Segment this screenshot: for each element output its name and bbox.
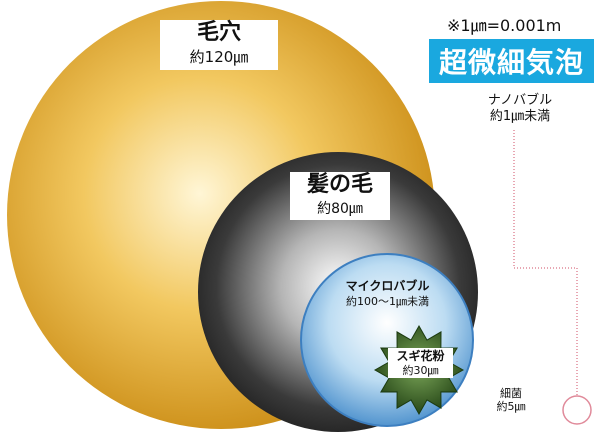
microbubble-size: 約100～1㎛未満 [346,295,429,308]
nano-title-badge: 超微細気泡 [429,39,594,83]
unit-note: ※1㎛=0.001m [447,16,562,35]
hair-size: 約80㎛ [317,201,363,217]
nano-connector-line [513,130,578,395]
pollen-size: 約30㎛ [402,364,439,377]
pollen-label-box [388,348,453,378]
nanobubble-size: 約1㎛未満 [489,108,551,124]
pollen-name: スギ花粉 [396,349,445,363]
nanobubble-name: ナノバブル [487,93,553,108]
pore-name: 毛穴 [196,20,241,45]
hair-name: 髪の毛 [306,172,373,197]
bacteria-size: 約5㎛ [496,400,526,414]
hair-label-box [290,172,390,220]
pore-size: 約120㎛ [189,48,249,66]
microbubble-name: マイクロバブル [345,279,430,293]
nanobubble-label: ナノバブル 約1㎛未満 [460,93,580,124]
bacteria-marker-circle [562,395,592,425]
bacteria-name: 細菌 [500,387,522,400]
bacteria-label: 細菌 約5㎛ [486,387,536,413]
pore-label-box [160,20,278,70]
